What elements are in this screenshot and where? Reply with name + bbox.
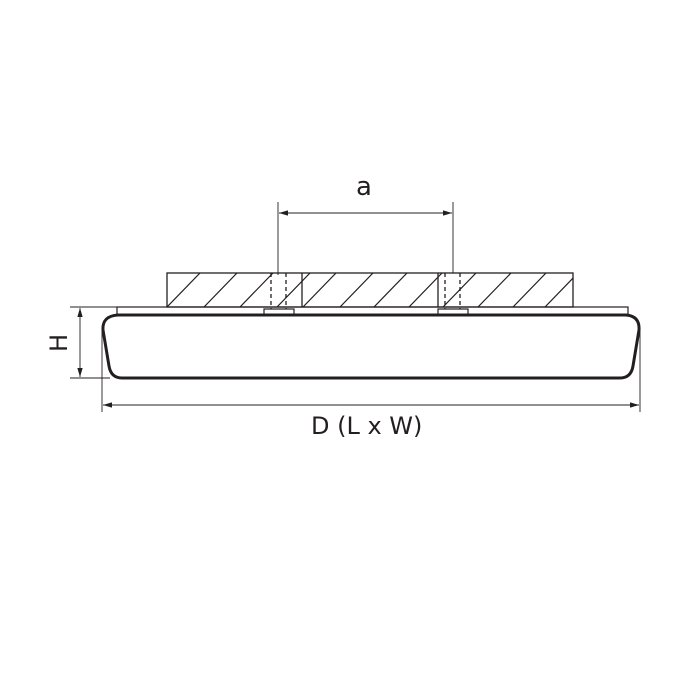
dimension-label-height: H — [45, 333, 74, 353]
lamp-body — [101, 313, 641, 380]
dimension-label-a: a — [356, 172, 372, 202]
dimension-label-diameter: D (L x W) — [311, 412, 423, 440]
